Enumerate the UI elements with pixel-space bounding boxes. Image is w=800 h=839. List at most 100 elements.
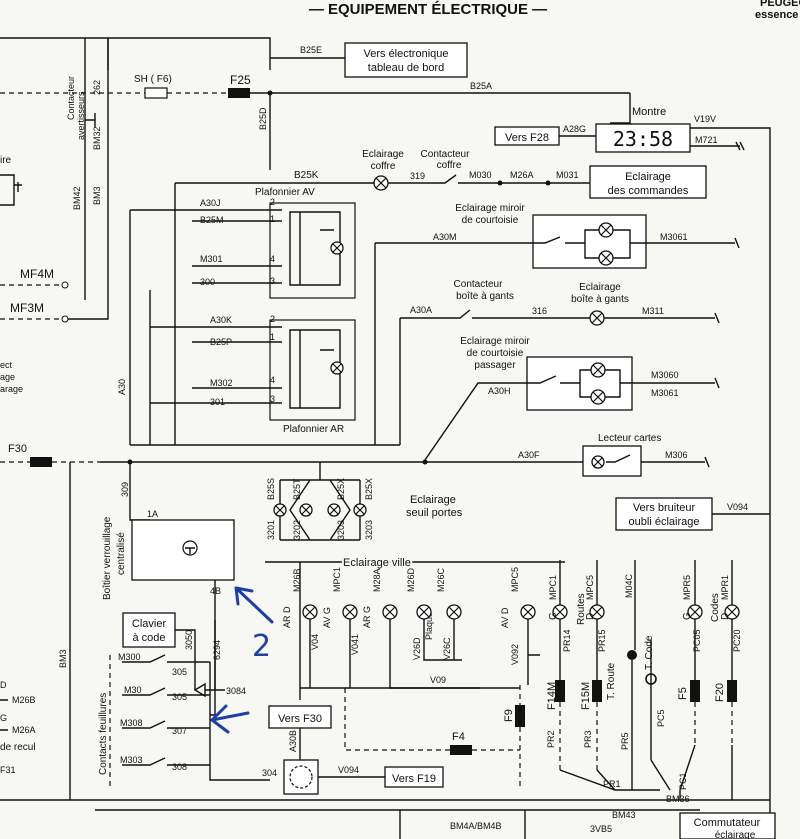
svg-text:2: 2 <box>270 314 275 324</box>
wire-label: M3061 <box>660 232 688 242</box>
wire-label: 262 <box>92 80 102 95</box>
wire-label: AR G <box>362 606 372 628</box>
annotation-number: 2 <box>252 629 271 664</box>
wire-label: 308 <box>172 762 187 772</box>
wire-label: MPR1 <box>720 575 730 600</box>
wire-label: age <box>0 372 15 382</box>
wire-label: 319 <box>410 171 425 181</box>
svg-text:4: 4 <box>270 375 275 385</box>
wire-label: M26B <box>292 568 302 592</box>
wire-label: M308 <box>120 718 143 728</box>
wire-label: V041 <box>350 634 360 655</box>
wire-label: A30M <box>433 232 457 242</box>
vers-f19-box <box>384 766 444 788</box>
plafonnier-av <box>269 202 356 299</box>
wire-label: MPC1 <box>332 567 342 592</box>
wire-label: MPC5 <box>510 567 520 592</box>
wire-label: M3060 <box>651 370 679 380</box>
wire-label: ire <box>0 155 12 166</box>
wire-label: M26C <box>436 567 446 592</box>
svg-text:3: 3 <box>270 276 275 286</box>
fuse-f25 <box>228 88 250 98</box>
box-label: à code <box>132 632 165 644</box>
vers-bruiteur-box <box>615 497 713 531</box>
wire-label: 3203 <box>364 520 374 540</box>
wire-label: Routes <box>576 593 587 625</box>
wire-label: AV D <box>500 607 510 628</box>
wire-label: passager <box>474 360 516 371</box>
wire-label: Plafonnier AV <box>255 187 315 198</box>
wire-label: 304 <box>262 768 277 778</box>
wire-label: D <box>585 613 596 620</box>
wire-label: M26A <box>12 725 36 735</box>
fuse-label: F4 <box>452 731 465 743</box>
wire-label: B25D <box>258 107 268 130</box>
annotation-arrow <box>210 704 250 734</box>
wire-label: B25S <box>266 478 276 500</box>
wire-label: V19V <box>694 114 716 124</box>
box-label: Clavier <box>132 618 167 630</box>
box-label: Boîtier verrouillage <box>102 516 113 600</box>
wire-label: coffre <box>371 161 396 172</box>
plafonnier-ar <box>269 319 356 421</box>
wire-label: M301 <box>200 254 223 264</box>
wire-label: A30 <box>117 379 127 395</box>
wire-label: MF4M <box>20 267 54 281</box>
wire-label: SH ( F6) <box>134 74 172 85</box>
box-label: oubli éclairage <box>629 516 700 528</box>
box-label: centralisé <box>116 532 127 575</box>
wire-label: B25P <box>210 337 232 347</box>
wire-label: M306 <box>665 450 688 460</box>
montre-display: 23:58 <box>613 127 673 151</box>
wire-label: MPC1 <box>548 575 558 600</box>
wire-label: V26C <box>442 637 452 660</box>
eclairage-commandes-box <box>589 165 707 199</box>
wire-label: M031 <box>556 170 579 180</box>
wire-label: A30A <box>410 305 432 315</box>
wire-label: de courtoisie <box>467 348 524 359</box>
wire-label: V04 <box>310 634 320 650</box>
wire-label: 3201 <box>266 520 276 540</box>
wire-label: V094 <box>727 502 748 512</box>
wire-label: M26A <box>510 170 534 180</box>
wire-label: PR3 <box>583 730 593 748</box>
clavier-code-box <box>122 612 176 648</box>
wire-label: F31 <box>0 765 16 775</box>
wire-label: Eclairage miroir <box>460 336 530 347</box>
wire-label: 316 <box>532 306 547 316</box>
wire-label: PR14 <box>562 629 572 652</box>
wire-label: PC5 <box>656 709 666 727</box>
wire-label: PR5 <box>620 732 630 750</box>
wire-label: M721 <box>695 135 718 145</box>
wire-label: MF3M <box>10 301 44 315</box>
wire-label: Eclairage ville <box>343 557 411 569</box>
wire-label: BM43 <box>612 810 636 820</box>
wire-label: B25X <box>336 478 346 500</box>
wire-label: 3050 <box>184 630 194 650</box>
wire-label: V092 <box>510 644 520 665</box>
wire-label: B25E <box>300 45 322 55</box>
miroir-courtoisie-box <box>532 214 647 269</box>
box-label: Vers F19 <box>392 773 436 785</box>
wire-label: 300 <box>200 277 215 287</box>
svg-text:4: 4 <box>270 254 275 264</box>
wire-label: Contacteur <box>66 76 76 120</box>
box-label: Commutateur <box>694 817 761 829</box>
svg-text:2: 2 <box>270 197 275 207</box>
wire-label: V26D <box>412 637 422 660</box>
fuse-label: F5 <box>677 687 689 700</box>
wire-label: boîte à gants <box>571 294 629 305</box>
wire-label: 3203 <box>336 520 346 540</box>
wire-label: B25A <box>470 81 492 91</box>
montre-box <box>595 123 691 153</box>
fuse-f20 <box>727 680 737 702</box>
wire-label: Contacteur <box>454 279 504 290</box>
wire-label: A30H <box>488 386 511 396</box>
wire-label: BM3 <box>58 649 68 668</box>
wire-label: 305 <box>172 667 187 677</box>
wire-label: M3061 <box>651 388 679 398</box>
wire-label: M26D <box>406 567 416 592</box>
fuse-f14m <box>555 680 565 702</box>
fuse-label: F14M <box>546 682 558 710</box>
wire-label: Eclairage <box>579 282 621 293</box>
